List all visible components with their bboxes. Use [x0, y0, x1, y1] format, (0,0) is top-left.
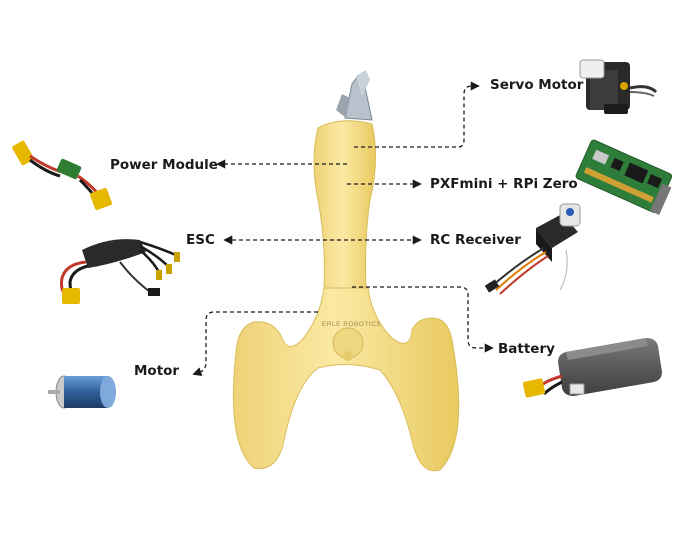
battery-connector-line [352, 286, 494, 353]
battery-icon [522, 338, 662, 398]
servo-motor-icon [579, 59, 658, 114]
pxf-board-icon [575, 139, 673, 215]
label-motor: Motor [134, 363, 180, 379]
label-esc: ESC [186, 232, 215, 248]
rc-receiver-icon [484, 203, 581, 295]
label-rc-receiver: RC Receiver [430, 232, 521, 248]
label-servo-motor: Servo Motor [490, 77, 584, 93]
esc-icon [60, 239, 180, 304]
label-power-module: Power Module [110, 157, 218, 173]
motor-icon [48, 375, 116, 409]
robot-branding-text: ERLE ROBOTICS [322, 321, 381, 328]
label-pxf: PXFmini + RPi Zero [430, 176, 578, 192]
gripper-icon [336, 70, 373, 121]
power-module-icon [12, 140, 112, 210]
connection-lines [192, 81, 494, 377]
label-battery: Battery [498, 341, 555, 357]
erle-robot-body [232, 70, 460, 472]
motor-connector-line [192, 311, 318, 377]
servo-connector-line [354, 81, 480, 148]
